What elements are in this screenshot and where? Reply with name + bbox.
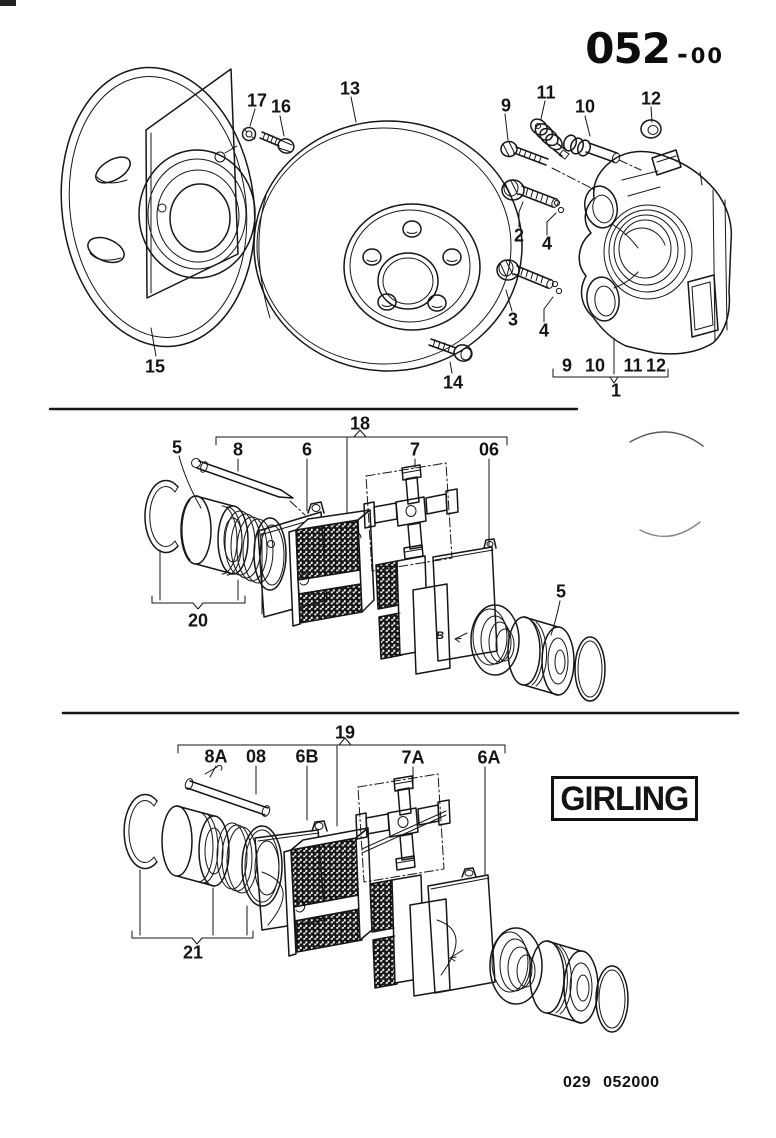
kit-19-bracket [177,737,506,876]
part-callout-12: 12 [645,355,667,376]
kit-18-bracket [178,429,508,546]
part-callout-9: 9 [500,95,512,116]
part-callout-3: 3 [507,309,519,330]
part-callout-19: 19 [334,722,356,743]
brake-pads-19-drawing [283,827,451,997]
brake-caliper-drawing [578,149,733,375]
page-code-main: 052 [585,24,671,73]
part-callout-08: 08 [245,746,267,767]
part-callout-5: 5 [171,437,183,458]
footer-code: 029 052000 [563,1074,660,1091]
part-callout-17: 17 [246,90,268,111]
part-callout-21: 21 [182,942,204,963]
part-callout-2: 2 [513,225,525,246]
part-callout-7: 7 [409,439,421,460]
piston-kit-21-drawing [123,793,283,945]
part-callout-10: 10 [584,355,606,376]
pad-backing-plate-photo [629,431,704,538]
piston-kit-5-right-drawing [470,600,606,702]
retaining-spring-7-drawing [363,462,459,572]
piston-kit-20-drawing [144,479,287,610]
part-callout-9: 9 [561,355,573,376]
part-callout-11: 11 [623,355,643,376]
brand-label: GIRLING [560,779,690,818]
guide-pin-8a-drawing [184,764,271,817]
part-callout-11: 11 [536,82,556,103]
part-callout-8: 8 [232,439,244,460]
direction-arrow-icon [449,949,464,962]
scan-corner-mark [0,0,16,6]
brake-disc-drawing [253,96,523,372]
part-callout-12: 12 [640,88,662,109]
part-callout-B: B [436,630,444,642]
part-callout-1: 1 [610,380,622,401]
part-callout-6: 6 [301,439,313,460]
part-callout-6A: 6A [477,747,501,768]
part-callout-20: 20 [187,610,209,631]
brand-plate: GIRLING [551,776,698,821]
part-callout-4: 4 [538,320,550,341]
part-callout-5: 5 [555,581,567,602]
part-callout-18: 18 [349,413,371,434]
part-callout-15: 15 [144,356,166,377]
retaining-spring-7a-drawing [355,773,451,883]
spreader-plate-6a-drawing [427,867,496,994]
splash-shield-drawing [60,66,256,357]
page-code: 052 - 00 [585,24,724,73]
guide-pin-drawing [191,458,306,516]
piston-kit-5a-right-drawing [489,927,629,1033]
part-callout-8A: 8A [204,746,228,767]
caliper-fasteners-drawing [496,100,662,323]
page-code-dash: - [676,40,688,70]
wheel-bolt-drawing [428,338,473,374]
part-callout-4: 4 [541,233,553,254]
part-callout-7A: 7A [401,747,425,768]
part-callout-06: 06 [478,439,500,460]
caliper-group-bracket [552,368,669,384]
part-callout-10: 10 [574,96,596,117]
page-code-suffix: 00 [690,44,724,68]
part-callout-14: 14 [442,372,464,393]
part-callout-6B: 6B [295,746,319,767]
shield-bolt-washer-drawing [241,108,295,154]
brake-pads-18-drawing [288,509,451,675]
part-callout-13: 13 [339,78,361,99]
direction-arrow-icon [454,632,468,643]
part-callout-16: 16 [270,96,292,117]
